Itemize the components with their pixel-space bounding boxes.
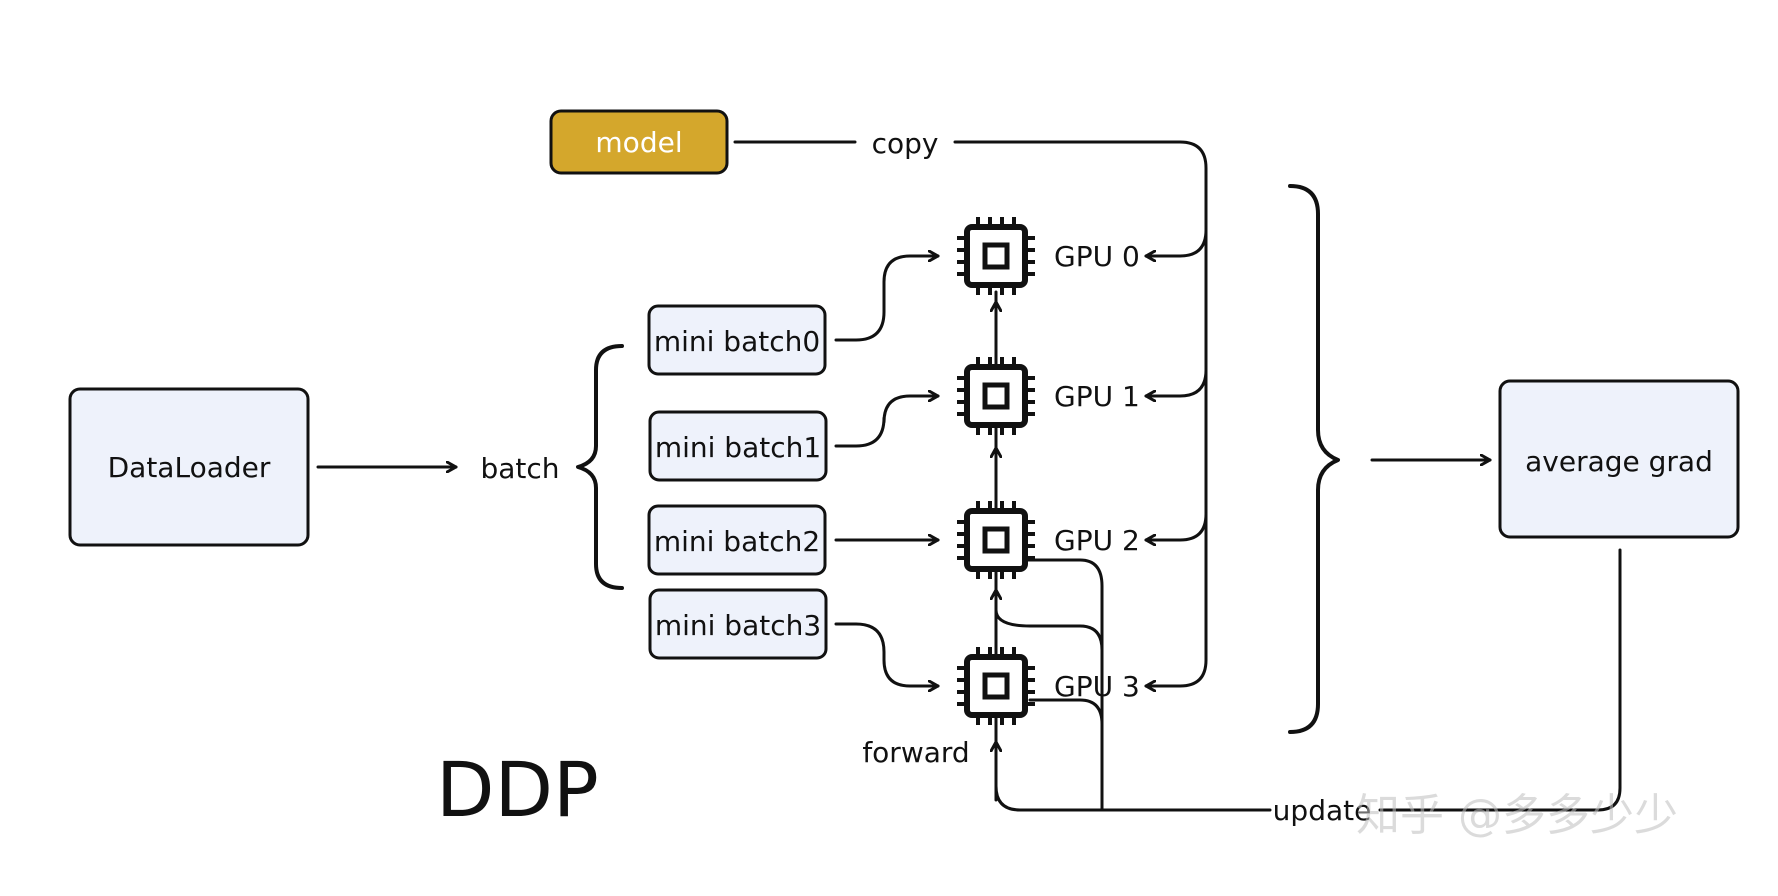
average-grad-node: average grad [1498, 379, 1740, 539]
mini-batch-label: mini batch3 [655, 609, 821, 642]
mini-batch-3: mini batch3 [648, 588, 828, 660]
model-label: model [595, 126, 682, 159]
copy-label: copy [872, 127, 939, 160]
gpu-chip-icon [957, 357, 1035, 435]
copy-bus-edge [953, 140, 1208, 662]
gpu-1: GPU 1 [957, 357, 1140, 435]
grad-brace [1288, 184, 1340, 734]
gpu-3: GPU 3 [957, 647, 1140, 725]
copy-to-gpu0-edge [1144, 228, 1208, 256]
copy-to-gpu1-edge [1144, 368, 1208, 396]
mb3-gpu3-edge [834, 622, 940, 686]
gpu2-loop-edge-b [994, 608, 1104, 652]
gpu3-loop-edge [1028, 698, 1104, 726]
gpu-chip-icon [957, 647, 1035, 725]
mini-batch-0: mini batch0 [647, 304, 827, 376]
update-label: update [1273, 794, 1372, 827]
watermark: 知乎 @多多少少 [1356, 790, 1678, 841]
dataloader-node: DataLoader [68, 387, 310, 547]
gpu-0: GPU 0 [957, 217, 1140, 295]
gpu-chip-icon [957, 501, 1035, 579]
copy-to-gpu2-edge [1144, 512, 1208, 540]
gpu-chip-icon [957, 217, 1035, 295]
avg-update-edge [1378, 548, 1622, 812]
average-grad-label: average grad [1525, 445, 1713, 478]
update-forward-edge [996, 740, 1272, 812]
gpu-label: GPU 3 [1054, 670, 1140, 703]
batch-brace [576, 344, 624, 590]
copy-to-gpu3-edge [1144, 658, 1208, 686]
mini-batch-2: mini batch2 [647, 504, 827, 576]
gpu-2: GPU 2 [957, 501, 1140, 579]
mb1-gpu1-edge [834, 396, 940, 448]
mb0-gpu0-edge [834, 256, 940, 342]
mini-batch-1: mini batch1 [648, 410, 828, 482]
mini-batch-label: mini batch0 [654, 325, 820, 358]
gpu-label: GPU 1 [1054, 380, 1140, 413]
mini-batch-label: mini batch1 [655, 431, 821, 464]
batch-label: batch [480, 452, 559, 485]
diagram-title: DDP [436, 745, 599, 834]
model-node: model [549, 109, 729, 175]
gpu-label: GPU 0 [1054, 240, 1140, 273]
mini-batch-label: mini batch2 [654, 525, 820, 558]
gpu-label: GPU 2 [1054, 524, 1140, 557]
forward-label: forward [862, 736, 969, 769]
dataloader-label: DataLoader [108, 451, 271, 484]
